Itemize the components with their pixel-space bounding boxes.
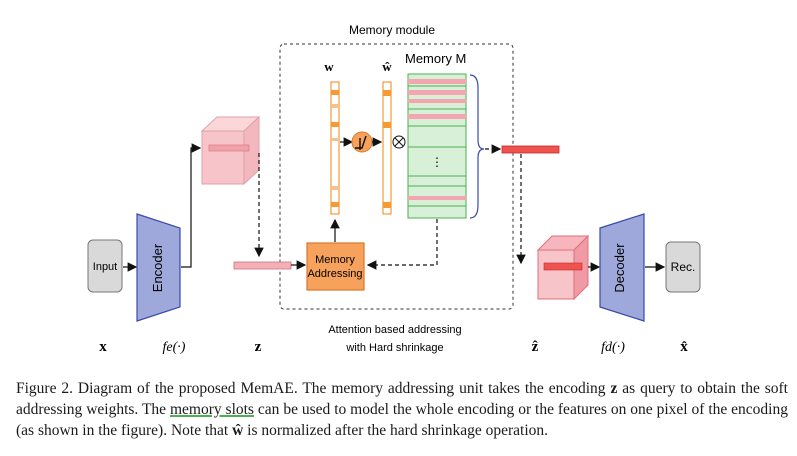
caption-z: z bbox=[610, 380, 618, 397]
w-vector bbox=[330, 81, 340, 215]
encoder-label: Encoder bbox=[150, 243, 165, 292]
caption-part3: can be used to model the whole encoding … bbox=[16, 401, 788, 439]
memory-matrix bbox=[407, 73, 467, 219]
decoded-cube bbox=[536, 234, 590, 301]
w-hat-label: ŵ bbox=[382, 59, 392, 74]
symbol-fe: fe(·) bbox=[163, 340, 186, 355]
z-hat-bar bbox=[501, 145, 560, 154]
decoder-shape bbox=[599, 213, 645, 322]
memae-diagram: Memory module Input Encoder Memory Addre… bbox=[87, 23, 701, 355]
z-bar bbox=[233, 261, 292, 270]
decoder-label: Decoder bbox=[612, 243, 627, 293]
hard-shrinkage-icon bbox=[351, 131, 373, 153]
w-hat-vector bbox=[382, 81, 392, 215]
memory-addressing-box bbox=[306, 242, 365, 291]
memory-module-box bbox=[279, 43, 514, 310]
memory-addressing-line2: Addressing bbox=[307, 268, 362, 280]
w-label: w bbox=[324, 59, 334, 74]
memory-addressing-line1: Memory bbox=[315, 254, 355, 266]
arrow-encoder-cube bbox=[181, 143, 202, 268]
memory-m-label: Memory M bbox=[405, 51, 466, 66]
caption-memory-slots: memory slots bbox=[169, 401, 254, 418]
caption-part4: is normalized after the hard shrinkage o… bbox=[243, 422, 549, 439]
memory-module-label: Memory module bbox=[349, 23, 435, 37]
memory-vdots: ⋮ bbox=[431, 155, 443, 169]
symbol-fd: fd(·) bbox=[601, 340, 625, 355]
symbol-x: x bbox=[99, 339, 107, 355]
figure-caption: Figure 2. Diagram of the proposed MemAE.… bbox=[16, 378, 788, 441]
symbol-x-hat: x̂ bbox=[680, 339, 688, 355]
encoding-cube bbox=[200, 115, 261, 186]
rec-label: Rec. bbox=[671, 260, 696, 274]
input-box bbox=[87, 239, 123, 293]
caption-part1: Figure 2. Diagram of the proposed MemAE.… bbox=[16, 380, 611, 397]
arrow-memory-addressing bbox=[366, 219, 438, 270]
attention-line1: Attention based addressing bbox=[328, 324, 461, 336]
caption-part2: as query to obtain the soft addressing w… bbox=[16, 380, 788, 418]
caption-w-hat: ŵ bbox=[232, 422, 244, 439]
encoder-shape bbox=[136, 213, 181, 322]
symbol-z-hat: ẑ bbox=[532, 339, 539, 355]
rec-box bbox=[665, 241, 701, 293]
input-label: Input bbox=[93, 261, 117, 273]
symbol-z: z bbox=[255, 339, 262, 355]
memory-brace bbox=[469, 74, 485, 219]
attention-line2: with Hard shrinkage bbox=[345, 342, 443, 354]
